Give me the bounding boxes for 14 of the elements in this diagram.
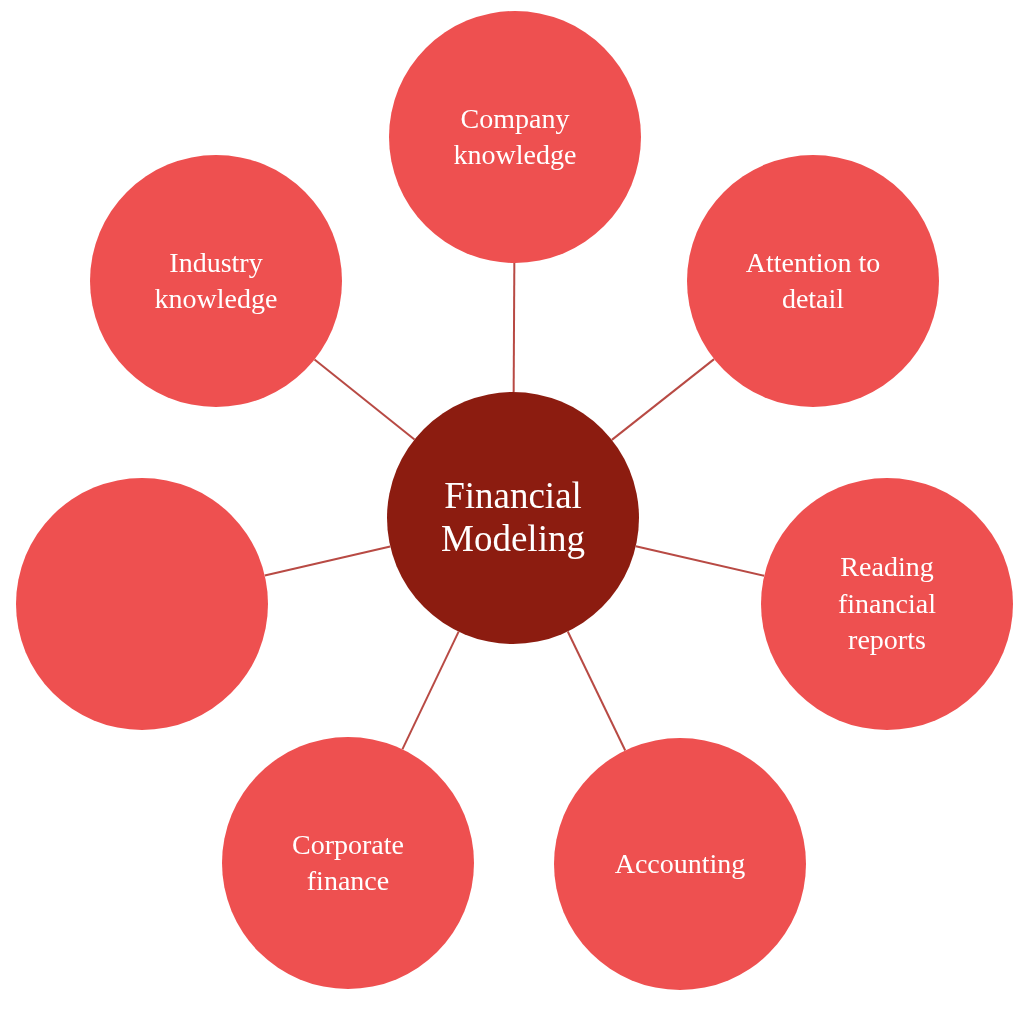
- connector-line: [512, 262, 516, 393]
- topic-label: Accounting: [614, 846, 746, 881]
- connector-line: [634, 545, 766, 577]
- connector-line: [313, 358, 416, 441]
- topic-label: Reading financial reports: [837, 550, 937, 658]
- connector-line: [566, 630, 627, 752]
- topic-label: Attention to detail: [745, 245, 881, 316]
- central-title: Financial Modeling: [440, 475, 586, 561]
- topic-label: Industry knowledge: [153, 245, 279, 316]
- topic-label: Corporate finance: [291, 827, 405, 898]
- connector-line: [401, 630, 460, 751]
- connector-line: [610, 358, 716, 441]
- topic-label: Company knowledge: [452, 101, 578, 172]
- connector-line: [263, 545, 392, 577]
